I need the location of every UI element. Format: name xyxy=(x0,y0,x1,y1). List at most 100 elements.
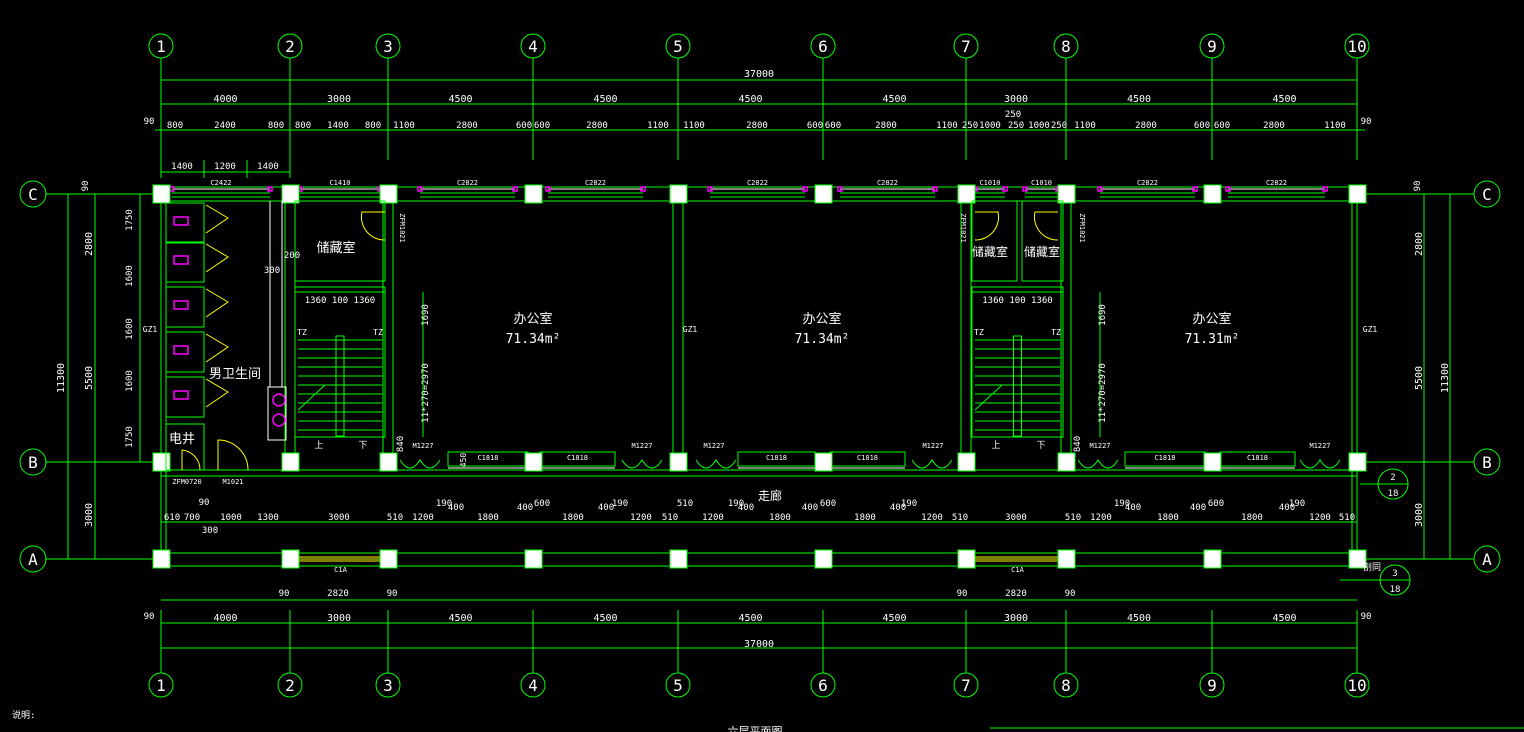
window-label: C1818 xyxy=(1154,454,1175,462)
office-door xyxy=(911,459,953,469)
detail-dimension: 250 xyxy=(1008,121,1024,131)
corridor-dimension: 1200 xyxy=(1090,513,1112,523)
window-label: C2822 xyxy=(1137,179,1158,187)
detail-dimension: 800 xyxy=(365,121,381,131)
window-label: C1818 xyxy=(857,454,878,462)
grid-label: 10 xyxy=(1347,37,1366,56)
room-name-office: 办公室 xyxy=(1192,311,1231,327)
stall-door xyxy=(205,288,229,318)
grid-bubble xyxy=(1344,33,1370,59)
stair-dimension: 1360 100 1360 xyxy=(982,296,1052,306)
structural-column xyxy=(281,549,300,569)
corridor-dimension: 1800 xyxy=(477,513,499,523)
corridor-dimension: 1800 xyxy=(1157,513,1179,523)
grid-bubble xyxy=(953,672,979,698)
span-dimension: 4500 xyxy=(448,613,472,624)
corridor-dimension: 190 xyxy=(1114,499,1130,509)
structural-column xyxy=(814,184,833,204)
stair-dimension: 1360 100 1360 xyxy=(305,296,375,306)
corridor-dimension: 400 xyxy=(738,503,754,513)
room-name-toilet: 男卫生间 xyxy=(209,367,261,382)
grid-label: 3 xyxy=(383,676,393,695)
storage-room xyxy=(294,200,386,282)
grid-label: 7 xyxy=(961,37,971,56)
window-label: C1A xyxy=(1011,566,1024,574)
stair-down-label: 下 xyxy=(358,441,367,451)
structural-column xyxy=(669,452,688,472)
section-mark-sheet: 18 xyxy=(1390,585,1401,595)
toilet-fixture xyxy=(173,216,189,226)
stair-up-label: 上 xyxy=(991,440,1000,451)
window-label: C1818 xyxy=(1247,454,1268,462)
shaft-dimension: 200 xyxy=(284,251,300,261)
grid-bubble xyxy=(1473,180,1501,208)
span-dimension: 2800 xyxy=(1414,232,1425,256)
room-name-office: 办公室 xyxy=(513,311,552,327)
door-label: M1227 xyxy=(703,442,724,450)
door-label: M1227 xyxy=(631,442,652,450)
stall-dimension: 1600 xyxy=(125,318,135,340)
grid-bubble xyxy=(148,33,174,59)
stair-down-label: 下 xyxy=(1036,441,1045,451)
detail-dimension: 600 xyxy=(1214,121,1230,131)
grid-label: C xyxy=(1482,185,1492,204)
grid-label: 1 xyxy=(156,676,166,695)
stair-handrail xyxy=(1013,335,1022,437)
corridor-dimension: 600 xyxy=(534,499,550,509)
detail-dimension: 800 xyxy=(167,121,183,131)
window-label: C1818 xyxy=(567,454,588,462)
detail-dimension: 1000 xyxy=(979,121,1001,131)
edge-dimension: 90 xyxy=(144,117,155,127)
grid-bubble xyxy=(1053,33,1079,59)
door-label: M1021 xyxy=(222,478,243,486)
grid-bubble xyxy=(520,672,546,698)
edge-dimension: 90 xyxy=(1361,612,1372,622)
grid-label: 4 xyxy=(528,676,538,695)
grid-bubble xyxy=(665,672,691,698)
span-dimension: 4500 xyxy=(1127,94,1151,105)
column-label: GZ1 xyxy=(683,325,698,334)
span-dimension: 3000 xyxy=(1414,503,1425,527)
room-name-storage: 储藏室 xyxy=(972,244,1008,259)
detail-dimension: 1400 xyxy=(327,121,349,131)
corridor-dimension: 190 xyxy=(1289,499,1305,509)
grid-label: 7 xyxy=(961,676,971,695)
total-dimension: 11300 xyxy=(56,363,67,393)
detail-dimension: 600 xyxy=(1194,121,1210,131)
grid-label: 5 xyxy=(673,676,683,695)
window-endpoint xyxy=(1225,186,1231,192)
edge-dimension: 90 xyxy=(81,181,91,192)
window-label: C2822 xyxy=(1266,179,1287,187)
corridor-dimension: 1000 xyxy=(220,513,242,523)
detail-dimension: 2800 xyxy=(746,121,768,131)
shaft-dimension: 300 xyxy=(264,266,280,276)
grid-bubble xyxy=(375,672,401,698)
detail-dimension: 800 xyxy=(268,121,284,131)
detail-dimension: 2800 xyxy=(1263,121,1285,131)
stair-label: TZ xyxy=(1051,328,1061,337)
grid-bubble xyxy=(1053,672,1079,698)
detail-dimension: 2800 xyxy=(875,121,897,131)
corridor-dimension: 600 xyxy=(1208,499,1224,509)
office-door xyxy=(1299,459,1341,469)
span-dimension: 3000 xyxy=(327,613,351,624)
overall-dimension: 37000 xyxy=(744,639,774,650)
toilet-stall xyxy=(165,376,205,418)
grid-bubble xyxy=(953,33,979,59)
section-mark-number: 2 xyxy=(1390,473,1395,483)
window-endpoint xyxy=(802,186,808,192)
grid-bubble xyxy=(810,672,836,698)
detail-dimension: 1100 xyxy=(936,121,958,131)
corridor-dimension: 400 xyxy=(1190,503,1206,513)
window-label: C1A xyxy=(334,566,347,574)
grid-label: B xyxy=(1482,453,1492,472)
structural-column xyxy=(669,184,688,204)
corridor-dimension: 510 xyxy=(1065,513,1081,523)
toilet-stall xyxy=(165,202,205,244)
sink-counter xyxy=(267,386,287,441)
grid-label: B xyxy=(28,453,38,472)
structural-column xyxy=(957,184,976,204)
grid-bubble xyxy=(1473,545,1501,573)
detail-dimension: 1100 xyxy=(647,121,669,131)
stair-arrow xyxy=(297,384,326,411)
